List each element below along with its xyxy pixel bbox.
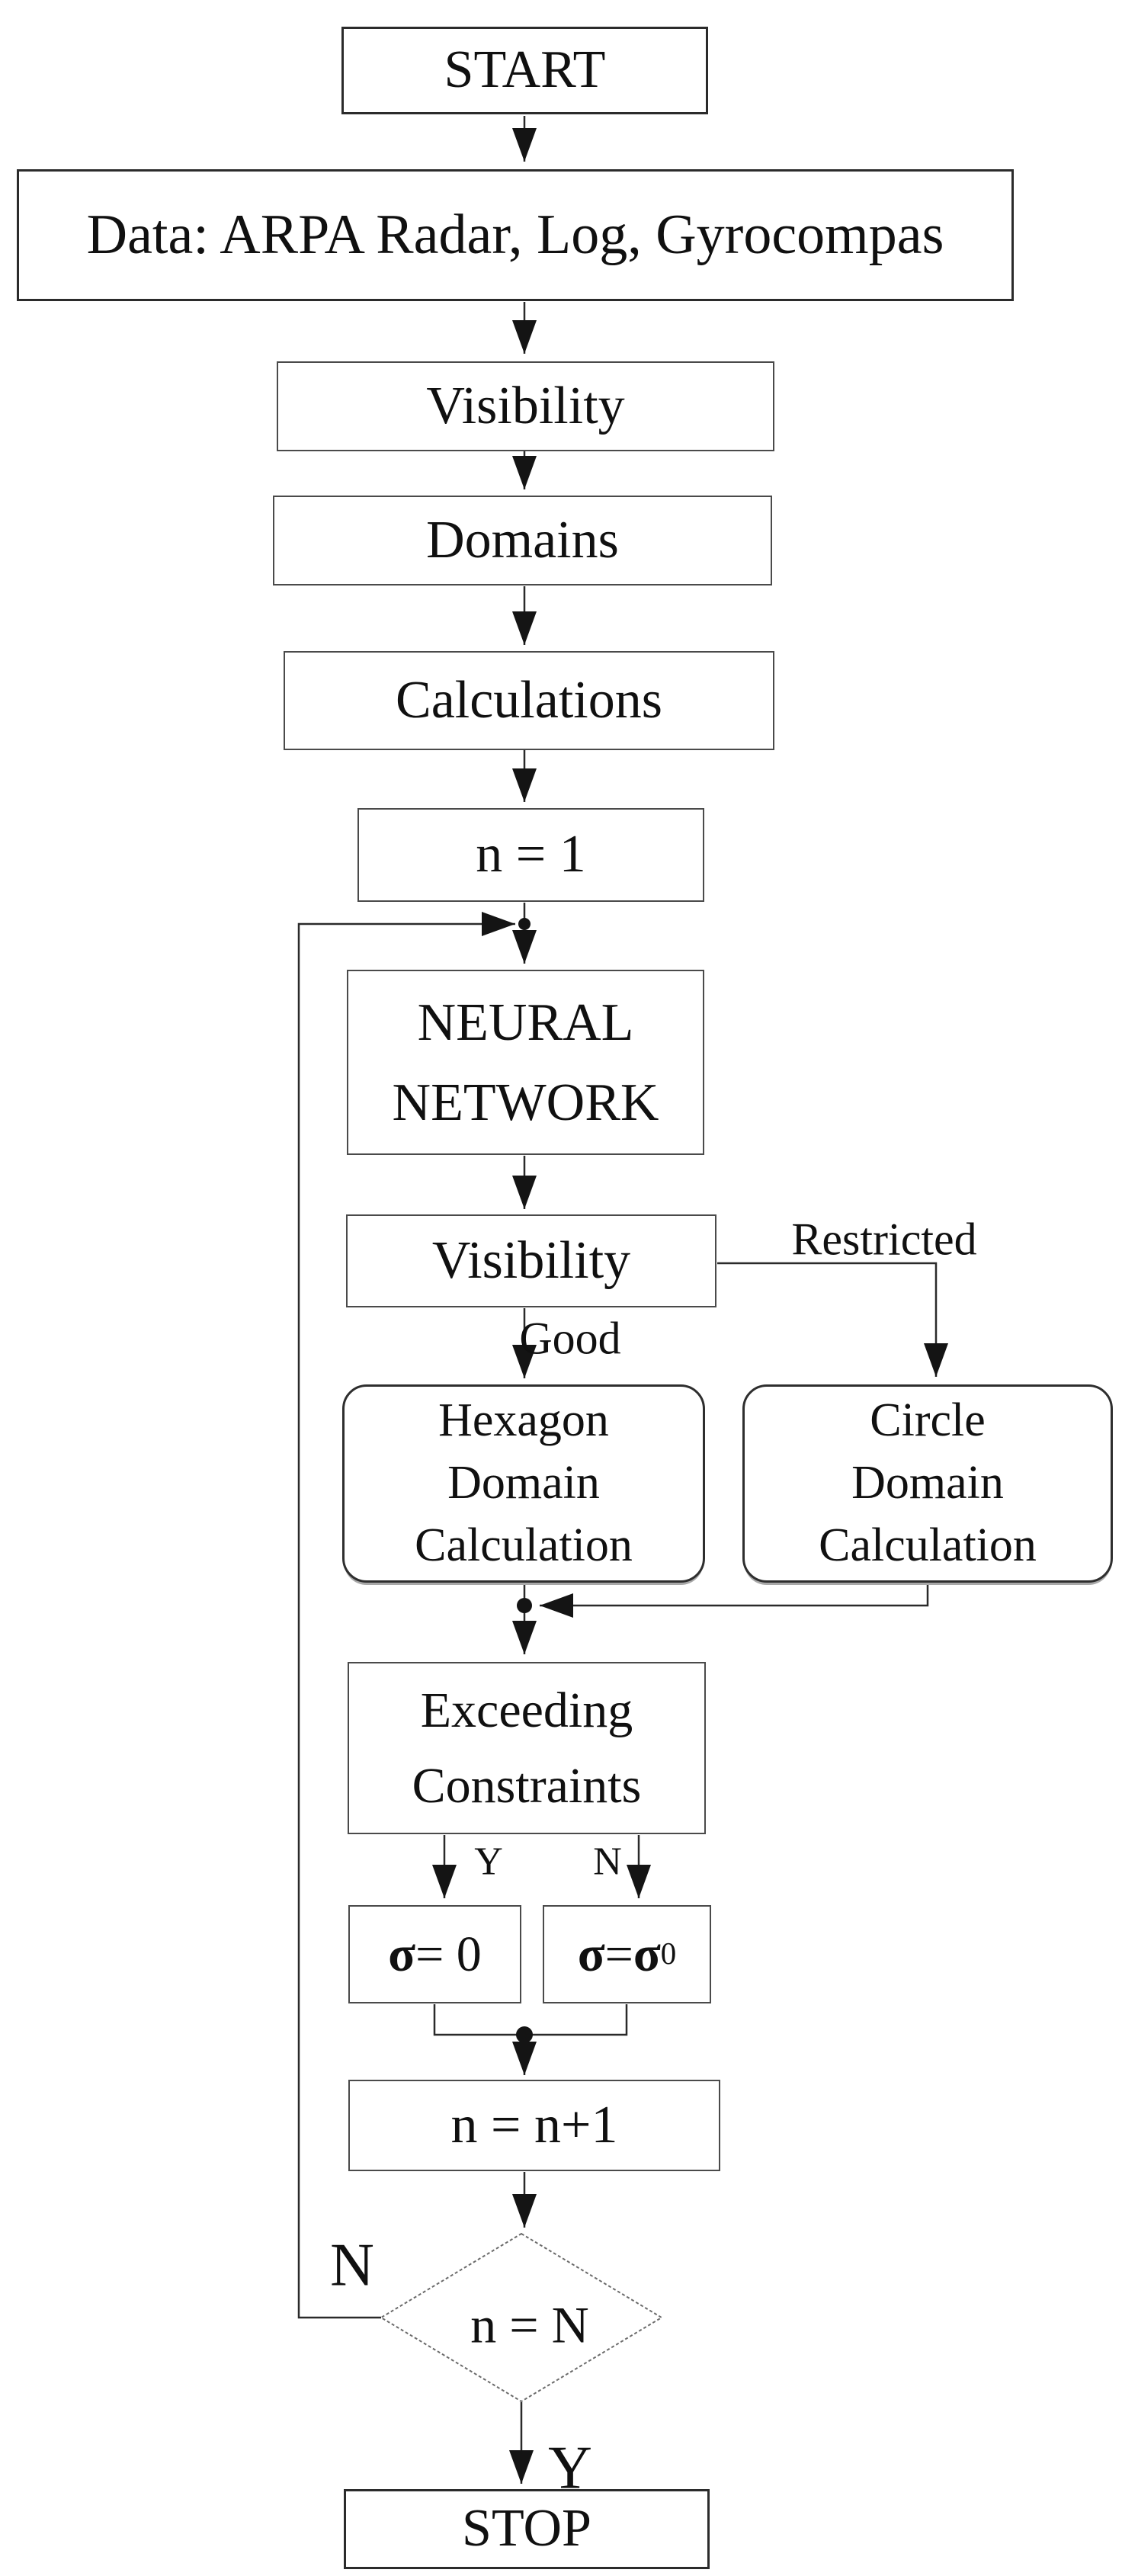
edge-visibility2-circle bbox=[717, 1262, 948, 1377]
node-circle-line1: Circle bbox=[870, 1394, 986, 1447]
node-visibility-1-label: Visibility bbox=[426, 376, 625, 435]
node-neural-network-line2: NETWORK bbox=[392, 1073, 659, 1132]
junction-dot-domains bbox=[517, 1598, 532, 1613]
node-neural-network-line1: NEURAL bbox=[417, 993, 634, 1052]
node-circle-line2: Domain bbox=[851, 1457, 1004, 1509]
node-calculations-label: Calculations bbox=[396, 670, 662, 730]
node-circle-line3: Calculation bbox=[819, 1519, 1037, 1571]
edge-sigmanominal-merge bbox=[524, 2004, 628, 2036]
edge-loop-back bbox=[297, 912, 515, 2319]
node-visibility-2: Visibility bbox=[346, 1214, 716, 1307]
node-hexagon-line2: Domain bbox=[447, 1457, 600, 1509]
node-sigma-nominal-sigma2: σ bbox=[633, 1926, 661, 1982]
edge-circle-merge bbox=[540, 1583, 929, 1618]
node-exceeding-constraints: Exceeding Constraints bbox=[348, 1662, 706, 1834]
edge-label-exceed-no: N bbox=[593, 1840, 622, 1884]
node-n-increment-label: n = n+1 bbox=[450, 2095, 618, 2154]
node-visibility-1: Visibility bbox=[277, 361, 774, 451]
node-calculations: Calculations bbox=[284, 651, 774, 750]
node-decision-label: n = N bbox=[470, 2295, 589, 2354]
edge-label-terminate-yes: Y bbox=[548, 2434, 592, 2502]
node-n-init: n = 1 bbox=[357, 808, 704, 902]
edge-label-exceed-yes: Y bbox=[474, 1840, 503, 1884]
junction-dot-top bbox=[518, 918, 531, 930]
node-start: START bbox=[341, 27, 708, 114]
node-hexagon-domain: Hexagon Domain Calculation bbox=[342, 1384, 705, 1583]
node-sigma-zero-sigma: σ bbox=[388, 1926, 416, 1982]
node-data-input: Data: ARPA Radar, Log, Gyrocompas bbox=[17, 169, 1014, 301]
node-start-label: START bbox=[444, 40, 606, 100]
node-exceeding-line2: Constraints bbox=[412, 1758, 642, 1814]
node-sigma-zero-rest: = 0 bbox=[415, 1926, 482, 1982]
node-sigma-nominal-equals: = bbox=[604, 1926, 633, 1982]
edge-label-loop-no: N bbox=[330, 2231, 374, 2299]
node-exceeding-line1: Exceeding bbox=[420, 1683, 633, 1738]
node-hexagon-line1: Hexagon bbox=[438, 1394, 609, 1447]
node-sigma-zero: σ = 0 bbox=[348, 1905, 521, 2003]
node-circle-domain: Circle Domain Calculation bbox=[742, 1384, 1113, 1583]
node-n-increment: n = n+1 bbox=[348, 2080, 720, 2171]
edge-sigmazero-merge bbox=[433, 2004, 524, 2036]
node-neural-network: NEURAL NETWORK bbox=[347, 970, 704, 1155]
node-sigma-nominal-subscript: 0 bbox=[660, 1936, 677, 1971]
node-hexagon-line3: Calculation bbox=[415, 1519, 633, 1571]
node-data-input-label: Data: ARPA Radar, Log, Gyrocompas bbox=[86, 203, 944, 266]
edge-label-good: Good bbox=[519, 1313, 621, 1364]
junction-dot-sigma bbox=[516, 2026, 533, 2043]
node-n-init-label: n = 1 bbox=[476, 825, 586, 884]
decision-diamond-shape bbox=[380, 2232, 663, 2403]
node-sigma-nominal-sigma1: σ bbox=[577, 1926, 605, 1982]
node-domains: Domains bbox=[273, 496, 772, 585]
node-stop-label: STOP bbox=[462, 2499, 591, 2558]
node-stop: STOP bbox=[344, 2489, 710, 2569]
node-domains-label: Domains bbox=[426, 510, 619, 569]
edge-label-restricted: Restricted bbox=[791, 1214, 977, 1265]
node-visibility-2-label: Visibility bbox=[431, 1230, 631, 1290]
